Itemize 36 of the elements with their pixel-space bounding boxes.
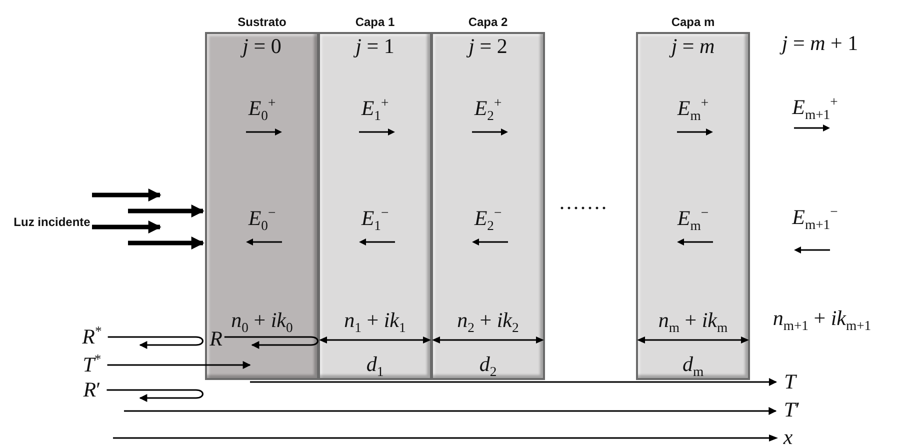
ray-arrow: [107, 361, 251, 369]
layer-index: j = 1: [356, 34, 394, 58]
thickness-label: d$_{2}$: [479, 352, 497, 376]
incident-ray-arrow: [92, 220, 162, 234]
refractive-index: n$_{m+1}$ + ik$_{m+1}$: [772, 306, 872, 330]
ellipsis: ·······: [558, 196, 608, 220]
medium-index: j = m + 1: [782, 31, 858, 55]
layer-index: j = 2: [468, 34, 508, 58]
ray-label: R′: [83, 380, 101, 400]
ray-label: T$^{*}$: [82, 356, 102, 374]
ray-arrow: [250, 378, 777, 386]
axis-label: x: [783, 425, 793, 445]
layer-index: j = 0: [242, 34, 282, 58]
incident-ray-arrow: [92, 188, 162, 202]
refractive-index: n$_{1}$ + ik$_{1}$: [344, 308, 406, 332]
incident-light-label: Luz incidente: [12, 214, 92, 230]
refractive-index: n$_{0}$ + ik$_{0}$: [231, 308, 293, 332]
layer-index: j = m: [671, 34, 715, 58]
incident-ray-arrow: [128, 236, 204, 250]
layer-heading: Capa 2: [468, 14, 508, 31]
ray-label: T: [784, 372, 796, 392]
layer-heading: Capa 1: [355, 14, 395, 31]
ray-label: R: [210, 330, 222, 348]
ray-arrow: [108, 336, 204, 349]
refractive-index: n$_{m}$ + ik$_{m}$: [658, 308, 728, 332]
thickness-label: d$_{m}$: [682, 352, 704, 376]
ray-label: R$^{*}$: [82, 328, 102, 346]
ray-arrow: [124, 407, 777, 415]
ray-arrow: [106, 389, 204, 402]
layer-heading: Sustrato: [238, 14, 286, 31]
refractive-index: n$_{2}$ + ik$_{2}$: [457, 308, 519, 332]
thickness-label: d$_{1}$: [366, 352, 384, 376]
layer-heading: Capa m: [671, 14, 715, 31]
ray-arrow: [224, 336, 318, 349]
incident-ray-arrow: [128, 204, 204, 218]
ray-label: T′: [784, 400, 800, 420]
